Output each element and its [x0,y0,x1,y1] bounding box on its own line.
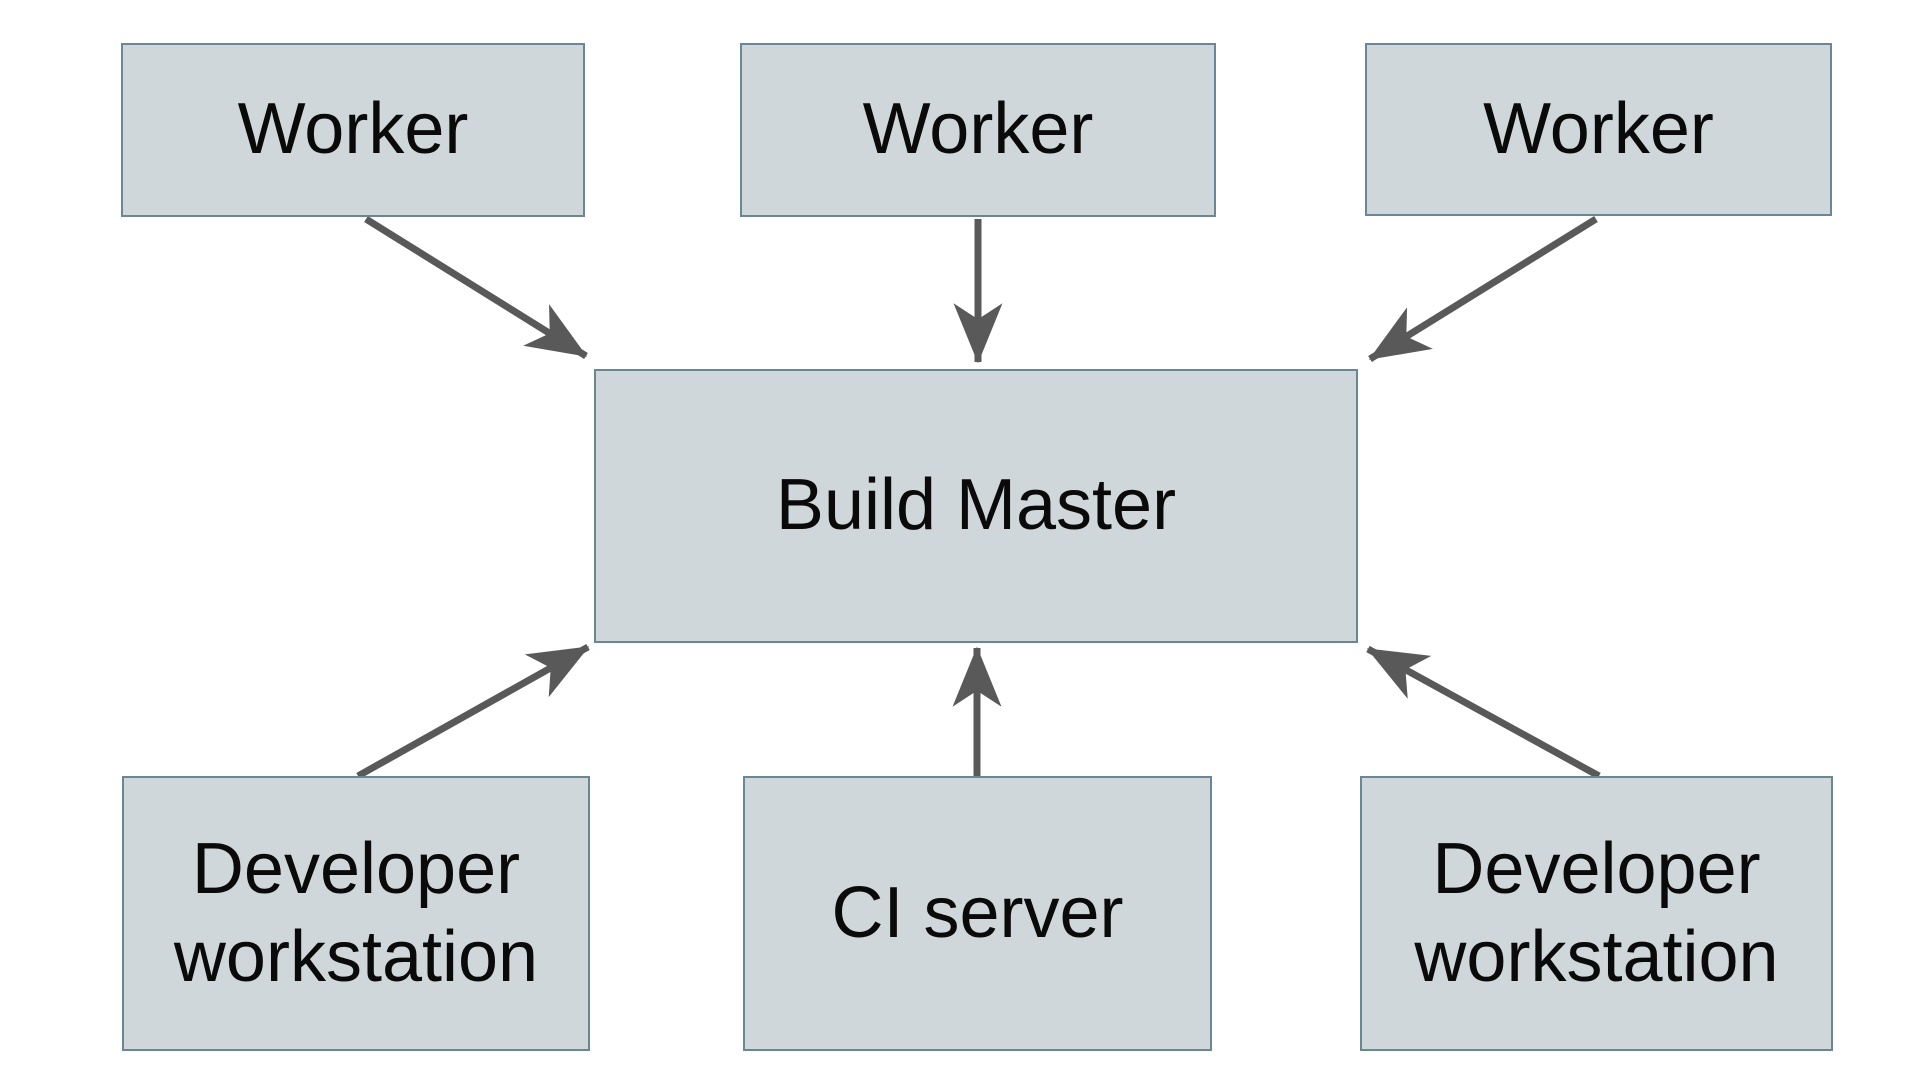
arrow-worker3-to-buildmaster [1368,216,1598,362]
node-ci-server-label: CI server [831,872,1124,953]
node-worker-1: Worker [121,43,585,217]
node-developer-workstation-2-label: Developer workstation [1414,828,1779,997]
node-ci-server: CI server [743,776,1212,1051]
arrow-devworkstation2-to-buildmaster [1366,645,1601,780]
node-worker-3: Worker [1365,43,1832,216]
arrow-worker1-to-buildmaster [364,216,588,359]
node-build-master-label: Build Master [775,465,1177,546]
node-worker-2-label: Worker [862,89,1094,170]
node-worker-2: Worker [740,43,1216,217]
node-worker-1-label: Worker [237,89,469,170]
node-developer-workstation-1-label: Developer workstation [173,828,539,997]
node-worker-3-label: Worker [1483,88,1714,169]
arrow-devworkstation1-to-buildmaster [356,643,590,780]
node-developer-workstation-1: Developer workstation [122,776,590,1051]
node-developer-workstation-2: Developer workstation [1360,776,1833,1051]
node-build-master: Build Master [594,369,1358,643]
